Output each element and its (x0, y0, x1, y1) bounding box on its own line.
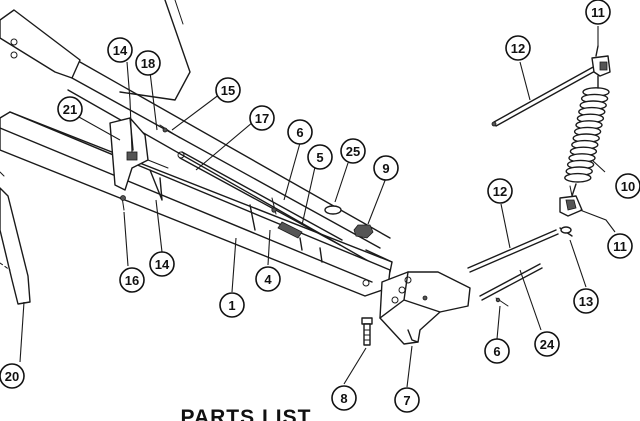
clevis-top (591, 45, 611, 77)
callout-14: 14 (149, 251, 175, 277)
callout-label: 12 (511, 41, 525, 56)
callout-label: 6 (296, 125, 303, 140)
callout-circle (249, 105, 275, 131)
clevis-bottom (559, 185, 583, 217)
spring-clip (271, 197, 303, 239)
callout-circle (573, 288, 599, 314)
callout-11: 11 (607, 233, 633, 259)
callout-9: 9 (373, 155, 399, 181)
callout-21: 21 (57, 96, 83, 122)
callout-15: 15 (215, 77, 241, 103)
callout-circle (119, 267, 145, 293)
callout-circle (215, 77, 241, 103)
callout-circle (287, 119, 313, 145)
callout-circle (487, 178, 513, 204)
callout-8: 8 (331, 385, 357, 411)
upper-rod (491, 65, 598, 127)
callout-circle (57, 96, 83, 122)
callout-label: 1 (228, 298, 235, 313)
callout-circle (331, 385, 357, 411)
callout-circle (534, 331, 560, 357)
callout-6: 6 (484, 338, 510, 364)
callout-circle (505, 35, 531, 61)
callout-label: 25 (346, 144, 360, 159)
parts-list-title: PARTS LIST (181, 406, 312, 421)
callout-label: 8 (340, 391, 347, 406)
callout-circle (340, 138, 366, 164)
callout-circle (107, 37, 133, 63)
spring-coil (564, 172, 592, 183)
callout-7: 7 (394, 387, 420, 413)
coil-spring (564, 75, 610, 197)
bolt-8 (361, 317, 373, 346)
callout-label: 9 (382, 161, 389, 176)
callout-circle (615, 173, 640, 199)
callout-11: 11 (585, 0, 611, 25)
callout-label: 7 (403, 393, 410, 408)
callout-circle (307, 144, 333, 170)
callout-label: 14 (113, 43, 128, 58)
callout-label: 5 (316, 150, 323, 165)
callout-12: 12 (505, 35, 531, 61)
callout-17: 17 (249, 105, 275, 131)
nut-9 (353, 224, 374, 239)
callout-label: 17 (255, 111, 269, 126)
callout-circle (607, 233, 633, 259)
callout-circle (149, 251, 175, 277)
callout-label: 12 (493, 184, 507, 199)
callout-circle (373, 155, 399, 181)
callout-label: 14 (155, 257, 170, 272)
callout-label: 24 (540, 337, 555, 352)
callout-5: 5 (307, 144, 333, 170)
callout-16: 16 (119, 267, 145, 293)
pin-13 (559, 226, 573, 237)
callout-20: 20 (0, 363, 25, 389)
main-frame-beam (0, 111, 393, 297)
hitch-bracket (379, 271, 471, 345)
callout-label: 18 (141, 56, 155, 71)
callout-label: 20 (5, 369, 19, 384)
callout-circle (484, 338, 510, 364)
callout-label: 13 (579, 294, 593, 309)
washer-25 (324, 205, 342, 215)
callout-label: 4 (264, 272, 272, 287)
callout-circle (135, 50, 161, 76)
leader-lines (69, 26, 616, 388)
callout-6: 6 (287, 119, 313, 145)
upper-sheet-panel (119, 0, 191, 101)
callout-label: 11 (613, 239, 627, 254)
callout-25: 25 (340, 138, 366, 164)
callout-18: 18 (135, 50, 161, 76)
callout-circle (255, 266, 281, 292)
callout-label: 15 (221, 83, 235, 98)
callout-14: 14 (107, 37, 133, 63)
callout-24: 24 (534, 331, 560, 357)
callout-label: 10 (621, 179, 635, 194)
callout-13: 13 (573, 288, 599, 314)
callout-label: 6 (493, 344, 500, 359)
long-rod (177, 151, 343, 246)
callout-label: 11 (591, 5, 605, 20)
lower-rods (467, 229, 559, 307)
callout-circle (0, 363, 25, 389)
callout-1: 1 (219, 292, 245, 318)
callout-10: 10 (615, 173, 640, 199)
callout-circle (219, 292, 245, 318)
left-arm (0, 171, 31, 363)
callout-circle (585, 0, 611, 25)
callout-4: 4 (255, 266, 281, 292)
callout-12: 12 (487, 178, 513, 204)
spring-ends (571, 75, 599, 197)
callout-label: 16 (125, 273, 139, 288)
callout-circle (394, 387, 420, 413)
callout-label: 21 (63, 102, 77, 117)
